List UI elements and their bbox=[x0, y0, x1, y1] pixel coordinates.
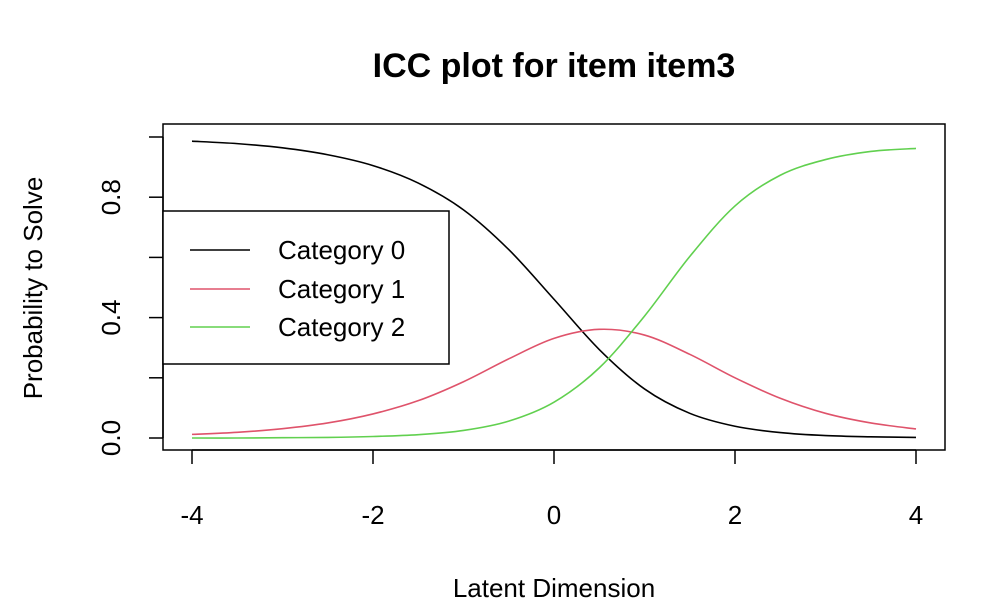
legend: Category 0 Category 1 Category 2 bbox=[162, 210, 450, 365]
legend-label-category-0: Category 0 bbox=[278, 235, 405, 265]
x-tick-label: -2 bbox=[361, 500, 384, 530]
y-tick-label: 0.0 bbox=[96, 420, 126, 456]
legend-label-category-2: Category 2 bbox=[278, 312, 405, 342]
legend-box bbox=[162, 210, 450, 365]
x-tick-label: 0 bbox=[547, 500, 561, 530]
series-line-category-0 bbox=[191, 140, 917, 439]
series-lines bbox=[191, 140, 917, 439]
series-line-category-1 bbox=[191, 328, 917, 436]
x-tick-label: 4 bbox=[909, 500, 923, 530]
x-tick-label: -4 bbox=[180, 500, 203, 530]
x-tick-label: 2 bbox=[728, 500, 742, 530]
x-axis: -4 -2 0 2 4 bbox=[180, 449, 923, 530]
chart-title: ICC plot for item item3 bbox=[373, 47, 736, 85]
y-tick-label: 0.4 bbox=[96, 300, 126, 336]
y-tick-label: 0.8 bbox=[96, 179, 126, 215]
x-axis-label: Latent Dimension bbox=[453, 573, 655, 603]
y-axis: 0.0 0.4 0.8 bbox=[96, 136, 164, 456]
series-line-category-2 bbox=[191, 147, 917, 439]
legend-label-category-1: Category 1 bbox=[278, 274, 405, 304]
y-axis-label: Probability to Solve bbox=[18, 177, 48, 400]
